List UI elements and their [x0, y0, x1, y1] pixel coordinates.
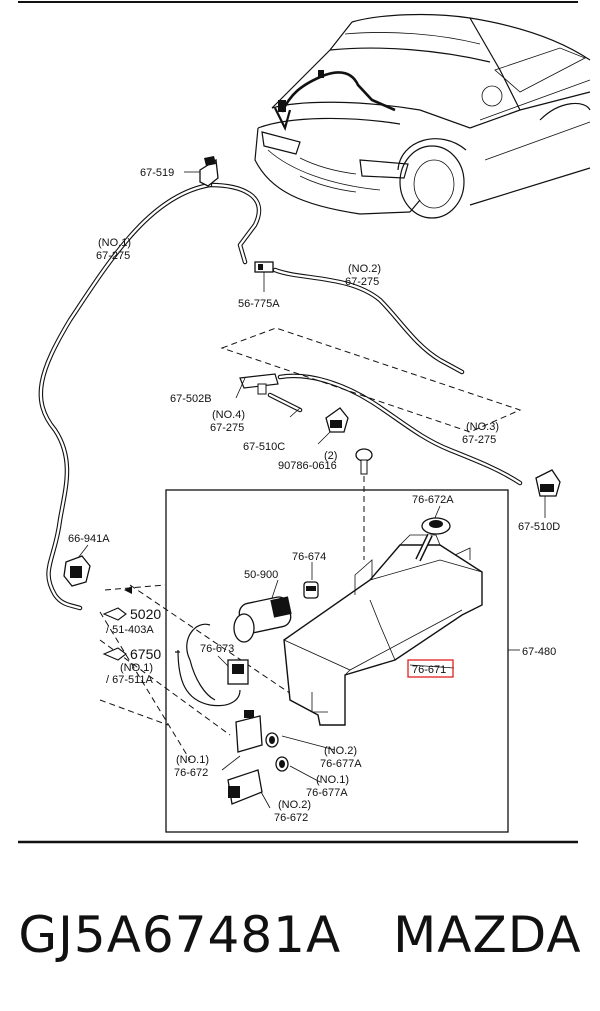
pump-no1-76-672-icon: [235, 710, 263, 753]
label-76-672-a: 76-672: [174, 767, 208, 779]
washer-hoses: [38, 182, 523, 611]
label-67-275-b: 67-275: [345, 276, 379, 288]
label-90786-0616: 90786-0616: [278, 460, 337, 472]
label-66-941A: 66-941A: [68, 533, 110, 545]
label-67-510C: 67-510C: [243, 441, 285, 453]
nozzle-67-510D-icon: [535, 469, 561, 518]
label-67-275-c: 67-275: [210, 422, 244, 434]
joint-67-502B-icon: [239, 373, 279, 395]
label-no2-c: (NO.2): [278, 799, 311, 811]
label-no3: (NO.3): [466, 421, 499, 433]
label-5020: 5020: [130, 606, 161, 622]
car-illustration: [254, 13, 591, 219]
clip-56-775A-icon: [254, 261, 274, 292]
label-67-275-a: 67-275: [96, 250, 130, 262]
footer-caption: GJ5A67481A MAZDA: [0, 890, 600, 980]
label-67-510D: 67-510D: [518, 521, 560, 533]
label-no2-b: (NO.2): [324, 745, 357, 757]
label-qty-2: (2): [324, 450, 337, 462]
screw-90786-icon: [355, 448, 373, 560]
label-76-672A: 76-672A: [412, 494, 454, 506]
filler-cap-76-672A-icon: [415, 517, 451, 562]
grommet-no2-76-677A-icon: [265, 732, 279, 748]
label-76-671: 76-671: [412, 664, 446, 676]
label-6750: 6750: [130, 646, 161, 662]
pump-no2-76-672-icon: [227, 769, 263, 805]
label-76-677A-b: 76-677A: [306, 787, 348, 799]
label-56-775A: 56-775A: [238, 298, 280, 310]
grommet-no1-76-677A-icon: [275, 756, 289, 772]
label-76-672-b: 76-672: [274, 812, 308, 824]
label-67-502B: 67-502B: [170, 393, 212, 405]
grommet-76-674-icon: [303, 581, 319, 599]
leader-dashes: [99, 584, 301, 761]
connector-67-519-icon: [199, 156, 219, 187]
connector-76-673-icon: [175, 649, 249, 707]
label-76-673: 76-673: [200, 643, 234, 655]
label-67-519: 67-519: [140, 167, 174, 179]
reference-6750-icon: [102, 647, 127, 661]
label-no1-a: (NO.1): [98, 237, 131, 249]
label-no2-a: (NO.2): [348, 263, 381, 275]
label-no1-c: (NO.1): [176, 754, 209, 766]
label-no4: (NO.4): [212, 409, 245, 421]
label-67-480: 67-480: [522, 646, 556, 658]
part-number: GJ5A67481A: [18, 906, 342, 964]
label-51-403A: / 51-403A: [106, 624, 154, 636]
rear-hose-dashed-box: [220, 327, 522, 433]
label-67-275-d: 67-275: [462, 434, 496, 446]
tank-assembly-box: [165, 489, 509, 833]
bracket-66-941A-icon: [63, 555, 91, 587]
reference-5020-icon: [102, 607, 127, 621]
label-76-677A-a: 76-677A: [320, 758, 362, 770]
pump-motor-50-900-icon: [186, 596, 292, 701]
brand-name: MAZDA: [393, 906, 582, 964]
arrow-icon: [124, 586, 132, 594]
label-76-674: 76-674: [292, 551, 326, 563]
nozzle-67-510C-icon: [317, 407, 349, 445]
label-no1-b: (NO.1): [120, 662, 153, 674]
highlight-box-76-671: [407, 659, 454, 678]
label-no1-d: (NO.1): [316, 774, 349, 786]
washer-tank-icon: [283, 534, 483, 726]
part-labels: 67-519 (NO.1) 67-275 56-775A (NO.2) 67-2…: [68, 167, 560, 824]
label-50-900: 50-900: [244, 569, 278, 581]
label-67-511A: / 67-511A: [106, 674, 154, 686]
